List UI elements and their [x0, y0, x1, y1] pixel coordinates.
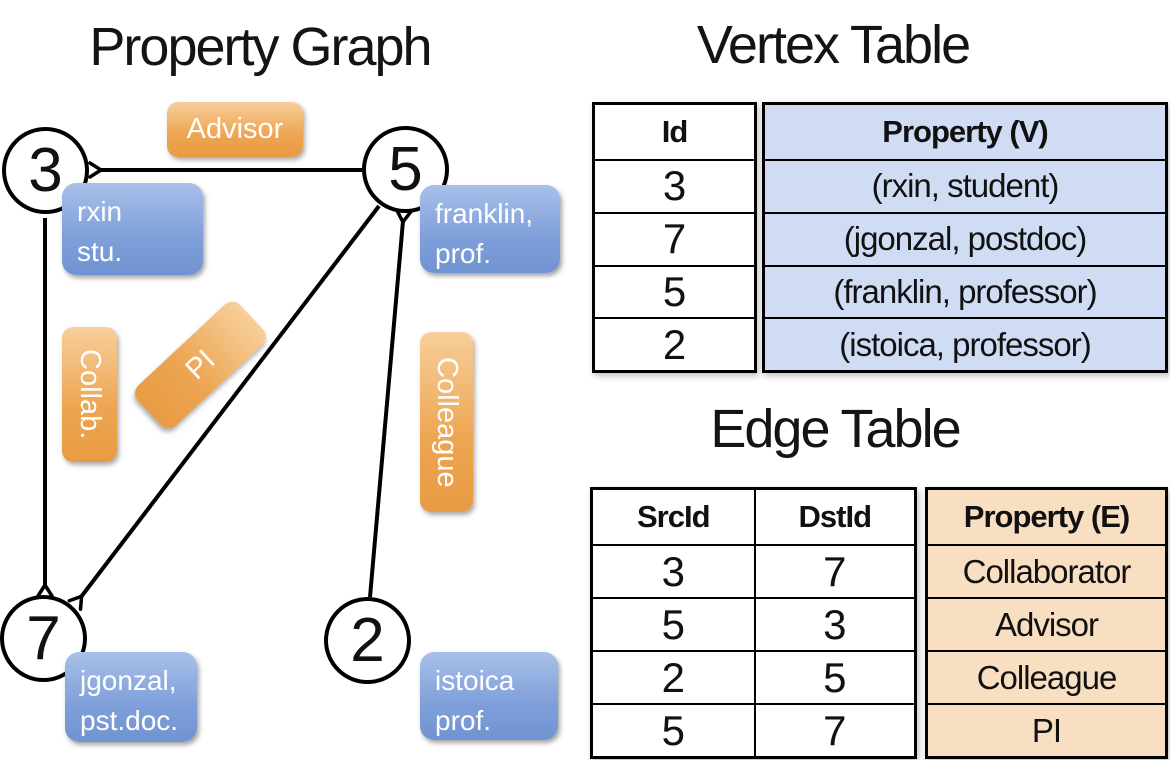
- edge-table-id-columns: SrcId 3 5 2 5 DstId 7 3 5 7: [590, 487, 917, 759]
- edge-table-cell: 3: [753, 597, 914, 650]
- edge-label-colleague: Colleague: [420, 332, 473, 512]
- node-7-id: 7: [26, 604, 61, 673]
- edge-table-property-column: Property (E) Collaborator Advisor Collea…: [925, 487, 1168, 759]
- edge-table-header-srcid: SrcId: [636, 499, 711, 534]
- edge-table-cell: 7: [753, 703, 914, 756]
- edge-table-cell: Collaborator: [928, 544, 1165, 597]
- vertex-table-header-property: Property (V): [882, 114, 1048, 149]
- vertex-table-cell: (franklin, professor): [765, 264, 1165, 318]
- property-graph-title: Property Graph: [89, 17, 432, 77]
- vertex-table-cell: (istoica, professor): [765, 317, 1165, 370]
- edge-table-cell: Advisor: [928, 597, 1165, 650]
- property-line: rxin: [77, 196, 123, 227]
- edge-colleague-2-to-5: [368, 208, 413, 598]
- node-3-id: 3: [28, 136, 63, 205]
- property-line: prof.: [435, 704, 492, 736]
- edge-table-cell: 2: [593, 650, 754, 703]
- graph-node-2: 2: [324, 597, 411, 684]
- edge-label-collab: Collab.: [62, 327, 117, 462]
- property-line: franklin,: [435, 198, 534, 229]
- edge-table-header-dstid: DstId: [753, 490, 915, 544]
- vertex-property-box-jgonzal: jgonzal, pst.doc.: [65, 652, 197, 742]
- property-line: stu.: [77, 235, 123, 267]
- edge-table-cell: PI: [928, 703, 1165, 756]
- graph-edges-canvas: [36, 161, 413, 611]
- node-5-id: 5: [388, 135, 423, 204]
- edge-table-cell: 7: [753, 544, 914, 597]
- edge-label-text: Collab.: [74, 349, 106, 440]
- vertex-table-property-column: Property (V) (rxin, student) (jgonzal, p…: [762, 102, 1168, 373]
- edge-label-text: Advisor: [186, 113, 284, 145]
- vertex-table-cell: 7: [595, 211, 754, 265]
- vertex-property-box-istoica: istoica prof.: [420, 652, 558, 740]
- edge-table-header-property: Property (E): [963, 499, 1130, 534]
- edge-table-cell: Colleague: [928, 650, 1165, 703]
- edge-pi-5-to-7: [67, 204, 381, 611]
- property-line: pst.doc.: [80, 704, 179, 736]
- vertex-table-header-id: Id: [661, 114, 689, 149]
- node-2-id: 2: [350, 606, 385, 675]
- vertex-table-cell: 3: [595, 159, 754, 212]
- vertex-table-cell: (rxin, student): [765, 159, 1165, 212]
- edge-label-advisor: Advisor: [167, 102, 303, 157]
- edge-table-cell: 5: [593, 597, 754, 650]
- property-line: prof.: [435, 237, 492, 269]
- edge-table-cell: 3: [593, 544, 754, 597]
- vertex-table-cell: 5: [595, 264, 754, 318]
- vertex-table-id-column: Id 3 7 5 2: [592, 102, 757, 373]
- edge-table-cell: 5: [753, 650, 914, 703]
- vertex-table-cell: 2: [595, 317, 754, 370]
- property-line: istoica: [435, 665, 515, 696]
- edge-table-title: Edge Table: [710, 399, 961, 459]
- vertex-property-box-rxin: rxin stu.: [62, 183, 203, 275]
- property-line: jgonzal,: [80, 665, 177, 696]
- vertex-property-box-franklin: franklin, prof.: [420, 185, 560, 273]
- vertex-table-cell: (jgonzal, postdoc): [765, 211, 1165, 265]
- vertex-table-title: Vertex Table: [696, 15, 971, 75]
- edge-label-text: Colleague: [431, 356, 463, 488]
- edge-table-cell: 5: [593, 703, 754, 756]
